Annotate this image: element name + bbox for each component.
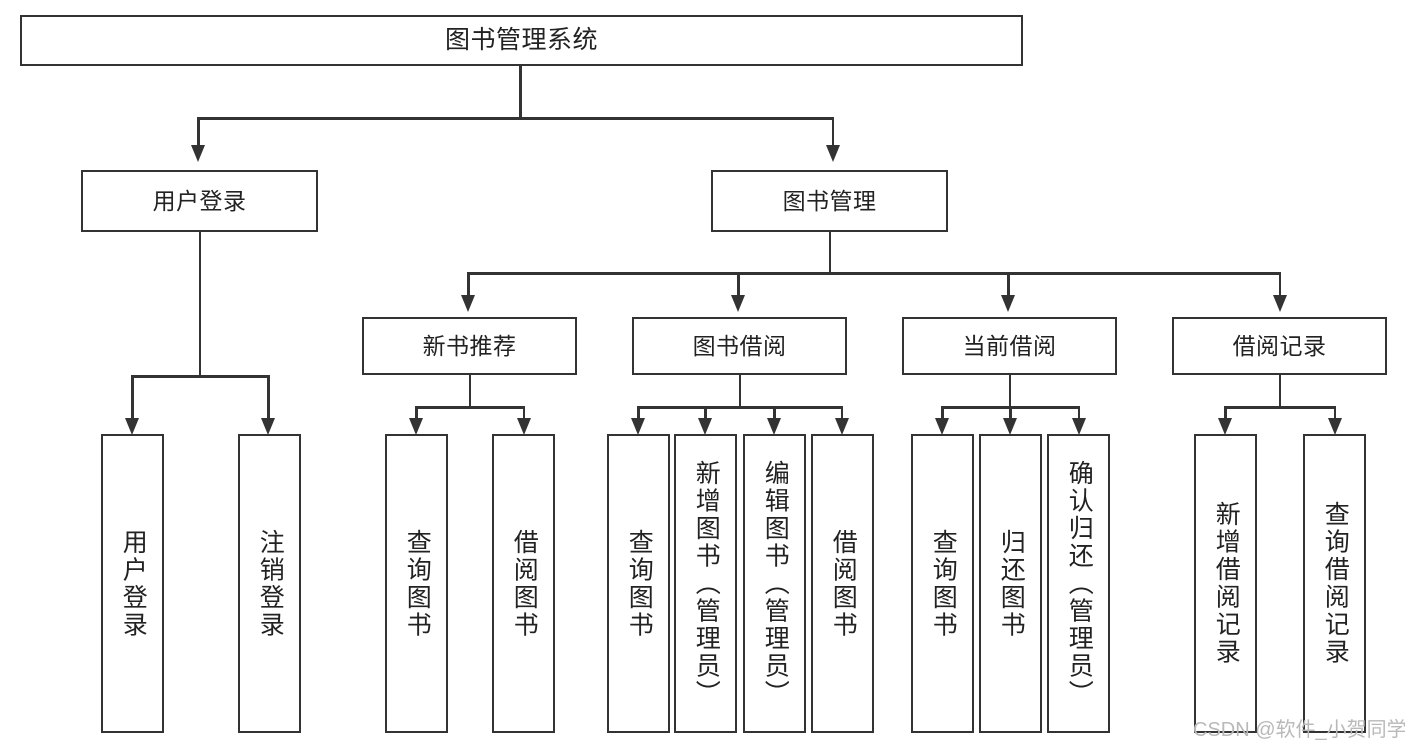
edge-new-book-bus xyxy=(415,406,525,409)
arrow-to-leaf-borrow-book-2 xyxy=(834,418,849,435)
edge-new-book-drop-2 xyxy=(522,406,525,419)
edge-book-borrow-drop-3 xyxy=(773,406,776,419)
node-new-book-recommend[interactable]: 新书推荐 xyxy=(362,317,577,375)
node-label: 图书管理系统 xyxy=(444,26,598,55)
node-label: 借阅图书 xyxy=(829,528,858,639)
node-label: 查询图书 xyxy=(625,528,654,639)
leaf-borrow-book[interactable]: 借阅图书 xyxy=(811,434,874,733)
node-book-borrow[interactable]: 图书借阅 xyxy=(632,317,847,375)
node-label: 当前借阅 xyxy=(962,332,1057,359)
node-label: 新增借阅记录 xyxy=(1212,501,1241,666)
node-book-management[interactable]: 图书管理 xyxy=(711,170,948,232)
node-label: 注销登录 xyxy=(256,528,285,639)
node-label: 新增图书（管理员） xyxy=(692,459,721,708)
arrow-to-leaf-add-borrow-record xyxy=(1218,418,1232,435)
node-label: 查询图书 xyxy=(403,528,432,639)
leaf-logout[interactable]: 注销登录 xyxy=(238,434,301,733)
arrow-to-leaf-query-book-1 xyxy=(409,418,423,435)
edge-book-borrow-drop-4 xyxy=(840,406,843,419)
node-label: 图书借阅 xyxy=(692,332,787,359)
arrow-to-borrow-record xyxy=(1272,295,1287,312)
edge-root-drop-user-login xyxy=(197,117,200,145)
edge-root-stem xyxy=(519,66,522,118)
node-label: 查询图书 xyxy=(929,528,958,639)
node-current-borrow[interactable]: 当前借阅 xyxy=(902,317,1117,375)
edge-user-login-stem xyxy=(198,232,201,377)
edge-level2-drop-borrow-record xyxy=(1278,272,1281,296)
arrow-to-leaf-query-borrow-record xyxy=(1327,418,1342,435)
edge-current-borrow-drop-3 xyxy=(1077,406,1080,419)
node-label: 编辑图书（管理员） xyxy=(761,459,790,708)
edge-borrow-record-drop-2 xyxy=(1333,406,1336,419)
arrow-to-leaf-return-book xyxy=(1003,418,1017,435)
arrow-to-leaf-edit-book xyxy=(767,418,781,435)
edge-user-login-bus xyxy=(131,375,269,378)
node-label: 借阅图书 xyxy=(510,528,539,639)
edge-borrow-record-stem xyxy=(1278,375,1281,408)
arrow-to-leaf-add-book xyxy=(698,418,712,435)
arrow-to-leaf-query-book-3 xyxy=(935,418,949,435)
node-label: 确认归还（管理员） xyxy=(1065,459,1094,708)
node-label: 新书推荐 xyxy=(422,332,517,359)
edge-book-borrow-stem xyxy=(738,375,741,408)
edge-level2-drop-new-book xyxy=(467,272,470,296)
edge-level2-bus xyxy=(467,272,1281,275)
leaf-user-login[interactable]: 用户登录 xyxy=(101,434,164,733)
arrow-to-book-borrow xyxy=(731,295,745,312)
edge-root-bus xyxy=(197,117,834,120)
edge-borrow-record-bus xyxy=(1224,406,1336,409)
node-borrow-record[interactable]: 借阅记录 xyxy=(1172,317,1387,375)
edge-new-book-stem xyxy=(468,375,471,408)
arrow-to-current-borrow xyxy=(1001,295,1015,312)
edge-root-drop-book-management xyxy=(831,117,834,145)
edge-book-borrow-drop-1 xyxy=(637,406,640,419)
edge-book-management-stem xyxy=(828,232,831,274)
leaf-confirm-return-admin[interactable]: 确认归还（管理员） xyxy=(1047,434,1110,733)
node-label: 图书管理 xyxy=(782,187,877,214)
edge-new-book-drop-1 xyxy=(415,406,418,419)
leaf-query-borrow-record[interactable]: 查询借阅记录 xyxy=(1303,434,1366,733)
leaf-add-borrow-record[interactable]: 新增借阅记录 xyxy=(1194,434,1257,733)
edge-current-borrow-drop-1 xyxy=(941,406,944,419)
node-label: 用户登录 xyxy=(119,528,148,639)
arrow-to-leaf-confirm-return xyxy=(1071,418,1086,435)
leaf-add-book-admin[interactable]: 新增图书（管理员） xyxy=(674,434,737,733)
leaf-edit-book-admin[interactable]: 编辑图书（管理员） xyxy=(743,434,806,733)
node-label: 归还图书 xyxy=(997,528,1026,639)
edge-book-borrow-drop-2 xyxy=(704,406,707,419)
arrow-to-user-login xyxy=(191,145,205,162)
leaf-query-book-borrow[interactable]: 查询图书 xyxy=(607,434,670,733)
node-root-book-management-system[interactable]: 图书管理系统 xyxy=(20,15,1023,66)
node-label: 借阅记录 xyxy=(1232,332,1327,359)
leaf-return-book[interactable]: 归还图书 xyxy=(979,434,1042,733)
leaf-borrow-book-recommend[interactable]: 借阅图书 xyxy=(492,434,555,733)
arrow-to-new-book-recommend xyxy=(461,295,475,312)
arrow-to-leaf-query-book-2 xyxy=(631,418,645,435)
node-label: 用户登录 xyxy=(152,187,247,214)
arrow-to-book-management xyxy=(825,145,840,162)
edge-level2-drop-book-borrow xyxy=(737,272,740,296)
edge-book-borrow-bus xyxy=(637,406,843,409)
arrow-to-leaf-user-login xyxy=(125,418,139,435)
edge-level2-drop-current-borrow xyxy=(1007,272,1010,296)
edge-borrow-record-drop-1 xyxy=(1224,406,1227,419)
edge-user-login-drop-1 xyxy=(131,375,134,419)
arrow-to-leaf-borrow-book-1 xyxy=(516,418,531,435)
leaf-query-book-current[interactable]: 查询图书 xyxy=(911,434,974,733)
node-user-login[interactable]: 用户登录 xyxy=(81,170,318,232)
node-label: 查询借阅记录 xyxy=(1321,501,1350,666)
edge-user-login-drop-2 xyxy=(267,375,270,419)
arrow-to-leaf-logout xyxy=(261,418,275,435)
edge-current-borrow-drop-2 xyxy=(1009,406,1012,419)
watermark-text: CSDN @软件_小贺同学 xyxy=(1193,719,1405,741)
edge-current-borrow-stem xyxy=(1008,375,1011,408)
leaf-query-book-recommend[interactable]: 查询图书 xyxy=(385,434,448,733)
